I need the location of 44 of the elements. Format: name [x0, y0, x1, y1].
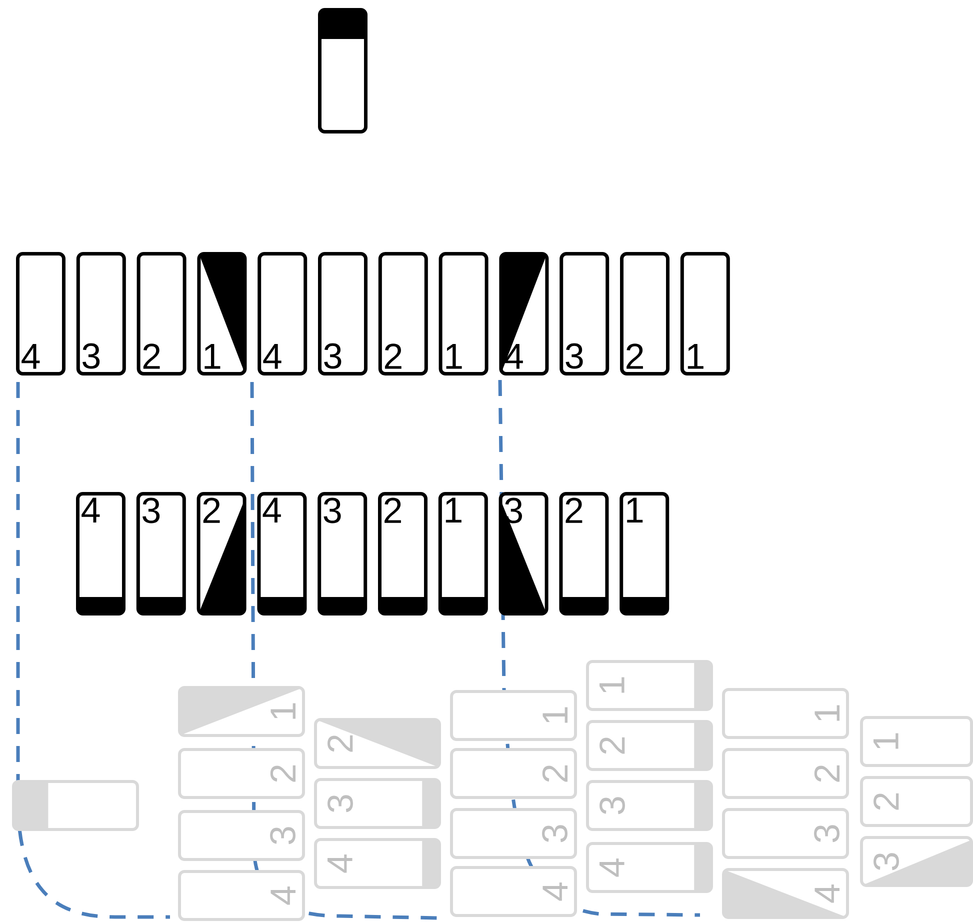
cell-box: 3: [450, 808, 577, 859]
cell-box: 2: [136, 252, 186, 376]
cell-box: 4: [586, 842, 713, 894]
cell-box: 2: [586, 720, 713, 771]
cell-box: 3: [76, 252, 126, 376]
cell-box: 1: [586, 660, 713, 711]
cell-box: 2: [722, 748, 849, 799]
cell-box: 4: [257, 492, 307, 616]
cell-box: 1: [197, 252, 247, 376]
cell-box: 4: [450, 866, 577, 918]
cell-box: 1: [620, 492, 670, 616]
cell-box: 2: [314, 718, 441, 769]
cell-box: 3: [860, 836, 973, 887]
cell-box: 3: [318, 492, 368, 616]
cell-box: 2: [620, 252, 670, 376]
cell-box: 3: [722, 808, 849, 859]
cell-box: 2: [450, 748, 577, 799]
cell-box: 3: [136, 492, 186, 616]
cell-box: 1: [178, 686, 305, 737]
cell-box: 2: [559, 492, 609, 616]
cell-box: 4: [722, 868, 849, 920]
cell-box: 1: [860, 716, 973, 767]
cell-box: 1: [438, 492, 488, 616]
cell-box: 4: [178, 870, 305, 922]
cell-box: 2: [196, 492, 246, 616]
cell-box: 2: [860, 776, 973, 827]
cell-box: [318, 8, 368, 134]
cell-box: 4: [314, 838, 441, 889]
cell-box: 1: [680, 252, 730, 376]
cell-box: 2: [378, 492, 428, 616]
cell-box: 2: [178, 748, 305, 799]
cell-box: [12, 780, 139, 832]
cell-box: 3: [178, 810, 305, 861]
cell-box: 1: [450, 690, 577, 741]
cell-box: 1: [438, 252, 488, 376]
cell-box: 4: [258, 252, 308, 376]
cell-box: 2: [378, 252, 428, 376]
cell-box: 3: [560, 252, 610, 376]
cell-box: 4: [16, 252, 66, 376]
cell-box: 4: [76, 492, 126, 616]
cell-box: 3: [314, 778, 441, 830]
cell-box: 3: [586, 780, 713, 832]
cell-box: 1: [722, 688, 849, 739]
cell-box: 3: [318, 252, 368, 376]
